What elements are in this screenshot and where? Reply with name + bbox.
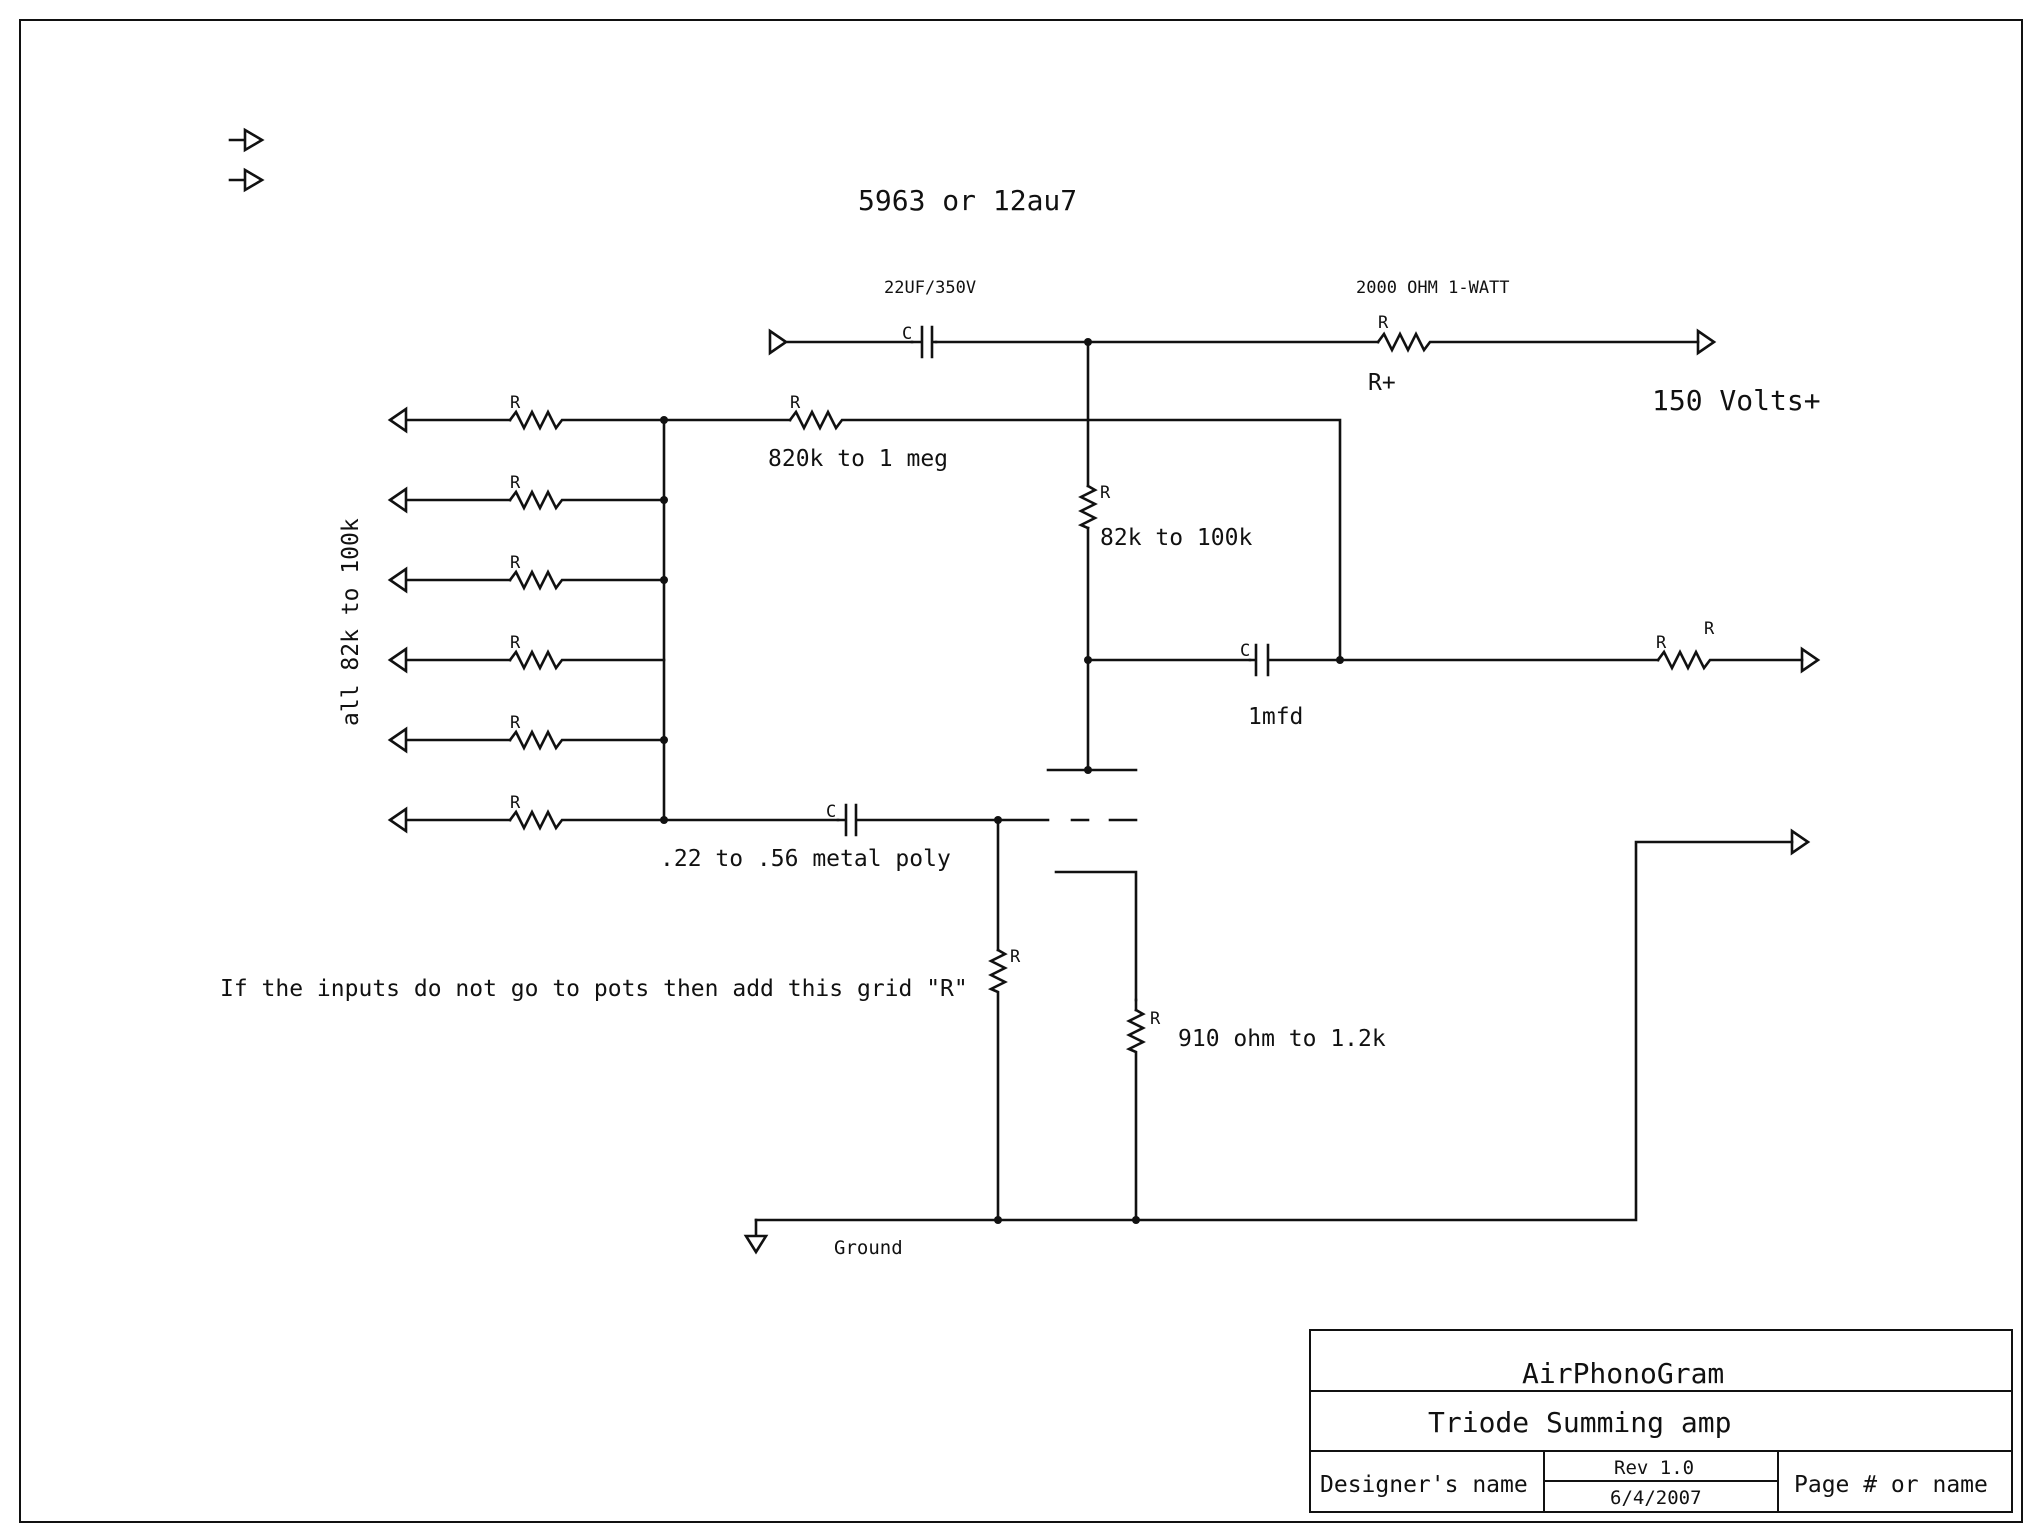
legend-port-arrow-1 [228, 127, 265, 153]
ground-rail [754, 840, 1794, 1222]
input-port-5 [387, 726, 512, 754]
triode-cathode [1054, 870, 1138, 1002]
input-resistor-6-ref: R [510, 793, 521, 813]
input-resistor-2-ref: R [510, 473, 521, 493]
output-resistor-ref-b: R [1704, 619, 1715, 639]
drawing-frame [19, 19, 2023, 1523]
output-port-arrow [1800, 646, 1821, 674]
input-port-4 [387, 646, 512, 674]
output-resistor [1656, 649, 1804, 671]
input-resistor-2 [508, 489, 666, 511]
output-resistor-ref-a: R [1656, 633, 1667, 653]
input-resistor-5 [508, 729, 666, 751]
input-resistor-1 [508, 409, 666, 431]
junction-dots [660, 338, 1344, 1224]
feedback-resistor-ref: R [790, 393, 801, 413]
ground-symbol [743, 1218, 769, 1255]
title-block-designer: Designer's name [1320, 1472, 1528, 1498]
title-block [1309, 1329, 2013, 1513]
input-resistor-5-ref: R [510, 713, 521, 733]
plate-load-resistor-value: 82k to 100k [1100, 525, 1252, 551]
title-block-date: 6/4/2007 [1610, 1487, 1702, 1509]
feedback-resistor-value: 820k to 1 meg [768, 446, 948, 472]
input-coupling-capacitor [836, 803, 1050, 837]
top-capacitor-value: 22UF/350V [884, 278, 976, 298]
input-resistor-3-ref: R [510, 553, 521, 573]
input-resistor-3 [508, 569, 666, 591]
top-capacitor-ref: C [902, 324, 912, 344]
input-port-3 [387, 566, 512, 594]
plate-feed-resistor-ref: R [1378, 313, 1389, 333]
cathode-resistor-value: 910 ohm to 1.2k [1178, 1026, 1386, 1052]
grid-resistor-note: If the inputs do not go to pots then add… [220, 976, 968, 1002]
input-resistor-1-ref: R [510, 393, 521, 413]
input-capacitor-ref: C [826, 802, 836, 822]
input-capacitor-value: .22 to .56 metal poly [660, 846, 951, 872]
supply-node-label: R+ [1368, 370, 1396, 396]
input-port-6 [387, 806, 512, 834]
supply-voltage-label: 150 Volts+ [1652, 384, 1821, 417]
tube-label: 5963 or 12au7 [858, 184, 1077, 217]
plate-load-resistor [1077, 484, 1098, 530]
top-coupling-capacitor [910, 325, 938, 359]
feedback-resistor [788, 409, 1342, 662]
top-output-port [768, 328, 914, 356]
input-resistor-6 [508, 809, 666, 831]
title-block-company: AirPhonoGram [1522, 1357, 1724, 1390]
plate-feed-resistor [1376, 331, 1700, 353]
cathode-resistor [1125, 1008, 1146, 1222]
plate-feed-resistor-value: 2000 OHM 1-WATT [1356, 278, 1510, 298]
title-block-page: Page # or name [1794, 1472, 1988, 1498]
input-port-1 [387, 406, 512, 434]
input-port-2 [387, 486, 512, 514]
output-capacitor-ref: C [1240, 641, 1250, 661]
input-resistors-note: all 82k to 100k [338, 518, 364, 726]
legend-port-arrow-2 [228, 167, 265, 193]
cathode-resistor-ref: R [1150, 1009, 1161, 1029]
grid-resistor [987, 948, 1008, 1222]
output-coupling-capacitor [1248, 643, 1660, 677]
grid-resistor-ref: R [1010, 947, 1021, 967]
title-block-revision: Rev 1.0 [1614, 1457, 1694, 1479]
ground-right-port-arrow [1790, 828, 1811, 856]
ground-label: Ground [834, 1237, 903, 1259]
input-resistor-4-ref: R [510, 633, 521, 653]
plate-load-resistor-ref: R [1100, 483, 1111, 503]
supply-port-arrow [1696, 328, 1717, 356]
input-resistor-4 [508, 649, 666, 671]
output-capacitor-value: 1mfd [1248, 704, 1303, 730]
title-block-title: Triode Summing amp [1428, 1406, 1731, 1439]
